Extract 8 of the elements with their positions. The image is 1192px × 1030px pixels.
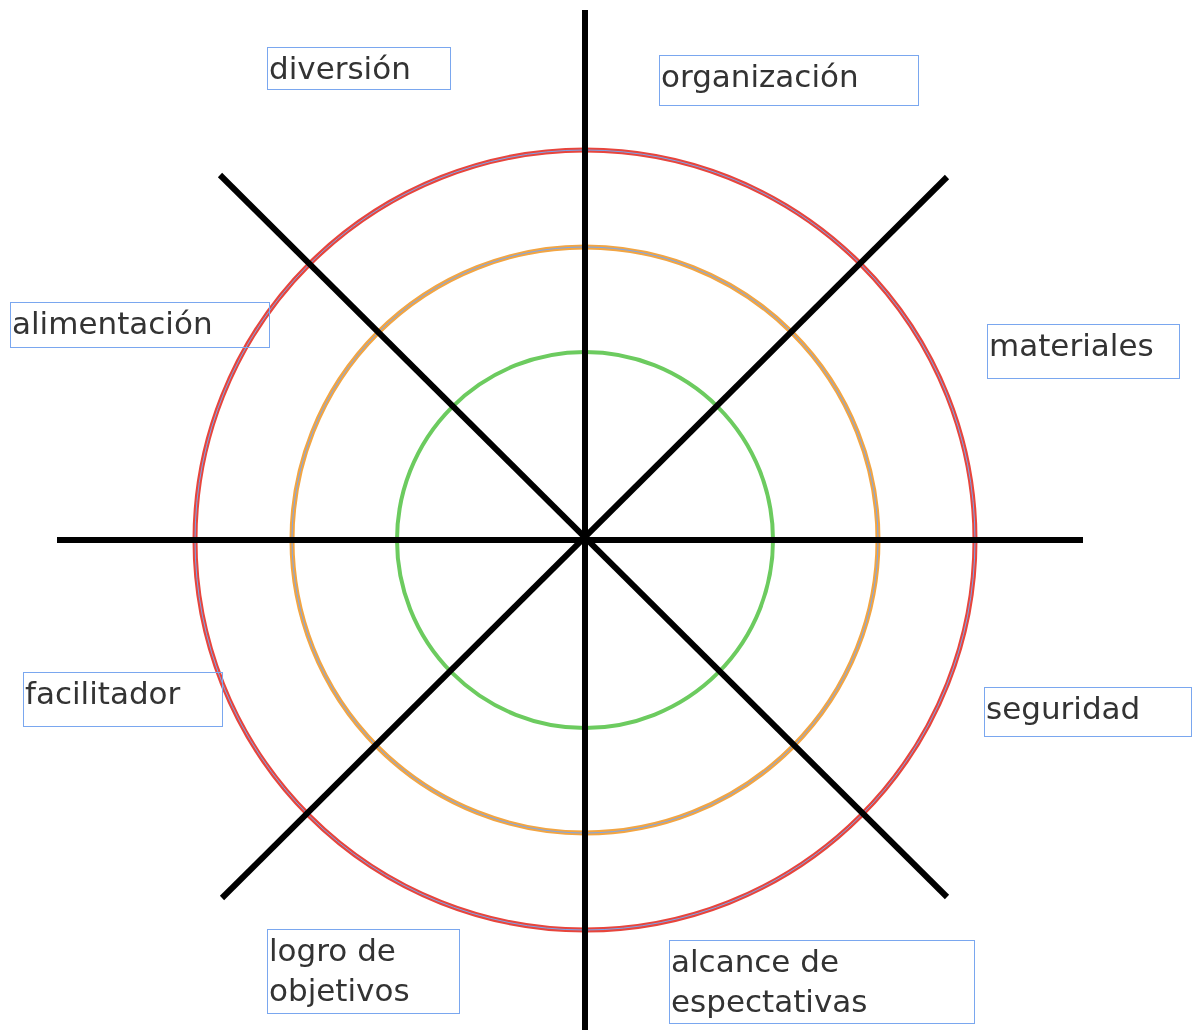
label-box: seguridad	[984, 687, 1192, 737]
label-box: facilitador	[23, 672, 223, 727]
label-box: alcance de espectativas	[669, 940, 975, 1024]
label-box: materiales	[987, 324, 1180, 379]
label-box: diversión	[267, 47, 451, 90]
label-box: organización	[659, 55, 919, 106]
label-box: alimentación	[10, 302, 270, 348]
label-box: logro de objetivos	[267, 929, 460, 1014]
